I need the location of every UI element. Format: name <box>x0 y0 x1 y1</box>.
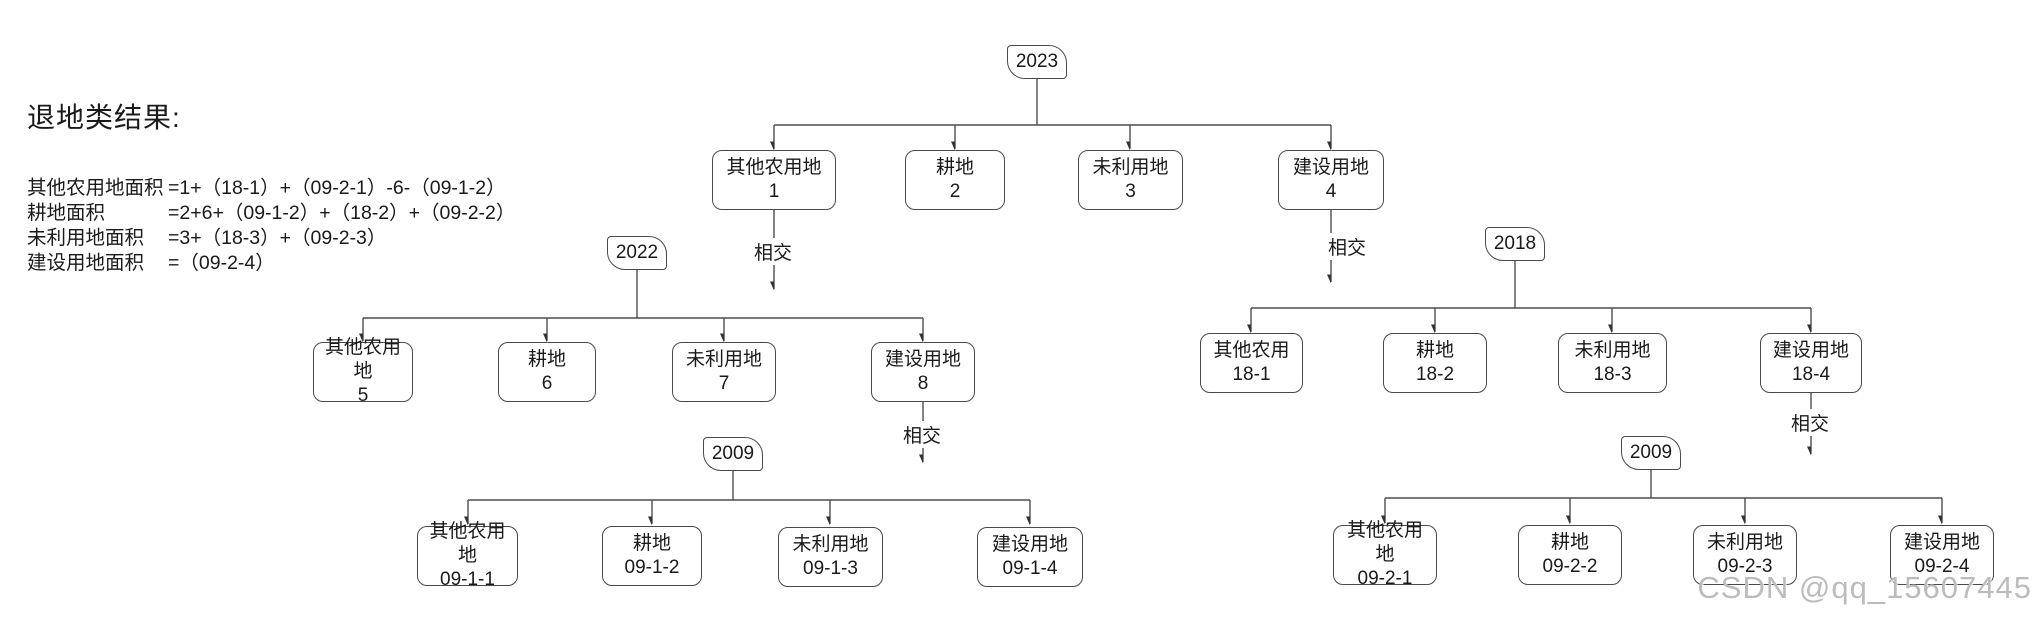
node-code: 09-1-2 <box>624 557 680 578</box>
node-code: 18-3 <box>1593 364 1632 385</box>
node-code: 7 <box>718 373 730 394</box>
node-label: 未利用地 <box>792 534 869 555</box>
node-cropland-09-1-2: 耕地 09-1-2 <box>602 526 702 586</box>
node-label: 建设用地 <box>1292 157 1369 178</box>
node-unused-land-09-2-3: 未利用地 09-2-3 <box>1693 525 1797 585</box>
formula-block: 其他农用地面积 =1+（18-1）+（09-2-1）-6-（09-1-2） 耕地… <box>27 176 515 276</box>
formula-expression: =3+（18-3）+（09-2-3） <box>168 227 387 249</box>
node-label: 耕地 <box>1550 532 1589 553</box>
node-code: 09-2-4 <box>1914 556 1970 577</box>
node-code: 09-1-1 <box>440 569 495 590</box>
node-label: 建设用地 <box>1903 532 1980 553</box>
node-label: 耕地 <box>935 157 974 178</box>
node-year-2009-left: 2009 <box>703 437 763 471</box>
node-cropland-2: 耕地 2 <box>905 150 1005 210</box>
node-code: 18-4 <box>1791 364 1831 385</box>
formula-unused-land: 未利用地面积 =3+（18-3）+（09-2-3） <box>27 226 515 251</box>
csdn-watermark: CSDN @qq_15607445 <box>1697 570 2032 605</box>
node-year-2018: 2018 <box>1485 227 1545 261</box>
node-other-farmland-09-1-1: 其他农用 地 09-1-1 <box>417 521 518 590</box>
edge-label-intersect-3: 相交 <box>900 421 945 448</box>
node-code: 5 <box>357 385 369 406</box>
node-label: 未利用地 <box>685 349 762 370</box>
node-code: 1 <box>768 181 780 202</box>
node-code: 6 <box>541 373 553 394</box>
node-construction-land-09-1-4: 建设用地 09-1-4 <box>977 527 1083 587</box>
formula-label: 其他农用地面积 <box>27 177 164 199</box>
formula-expression: =2+6+（09-1-2）+（18-2）+（09-2-2） <box>168 202 516 224</box>
node-label: 耕地 <box>1415 340 1454 361</box>
node-other-farmland-09-2-1: 其他农用 地 09-2-1 <box>1333 520 1437 589</box>
node-label: 建设用地 <box>884 349 961 370</box>
edge-label-intersect-2: 相交 <box>1325 233 1370 260</box>
node-label: 建设用地 <box>1772 340 1849 361</box>
edge-label-intersect-1: 相交 <box>751 238 796 265</box>
node-code: 09-2-2 <box>1542 556 1598 577</box>
node-code: 09-2-3 <box>1717 556 1773 577</box>
node-label: 耕地 <box>632 533 671 554</box>
formula-label: 建设用地面积 <box>27 252 145 274</box>
node-code: 2 <box>949 181 961 202</box>
node-label: 耕地 <box>527 349 566 370</box>
node-label: 其他农用 地 <box>324 337 401 382</box>
formula-label: 耕地面积 <box>27 202 106 224</box>
node-year-2022: 2022 <box>607 236 667 270</box>
node-label: 未利用地 <box>1706 532 1783 553</box>
node-construction-land-8: 建设用地 8 <box>871 342 975 402</box>
formula-expression: =（09-2-4） <box>168 252 275 274</box>
node-unused-land-18-3: 未利用地 18-3 <box>1558 333 1667 393</box>
node-code: 09-1-3 <box>803 558 858 579</box>
edge-label-intersect-4: 相交 <box>1788 409 1833 436</box>
node-cropland-18-2: 耕地 18-2 <box>1383 333 1487 393</box>
node-cropland-6: 耕地 6 <box>498 342 596 402</box>
node-label: 其他农用 地 <box>429 521 506 566</box>
year-label: 2022 <box>615 242 659 263</box>
page-title: 退地类结果: <box>27 102 181 133</box>
formula-construction-land: 建设用地面积 =（09-2-4） <box>27 251 515 276</box>
formula-cropland: 耕地面积 =2+6+（09-1-2）+（18-2）+（09-2-2） <box>27 201 515 226</box>
node-other-farmland-1: 其他农用地 1 <box>712 150 836 210</box>
node-cropland-09-2-2: 耕地 09-2-2 <box>1518 525 1622 585</box>
node-label: 其他农用地 <box>726 157 822 178</box>
node-unused-land-3: 未利用地 3 <box>1078 150 1183 210</box>
node-construction-land-4: 建设用地 4 <box>1278 150 1384 210</box>
year-label: 2009 <box>1629 442 1673 463</box>
node-year-2009-right: 2009 <box>1621 436 1681 470</box>
node-label: 未利用地 <box>1092 157 1169 178</box>
node-other-farmland-5: 其他农用 地 5 <box>313 337 413 406</box>
year-label: 2023 <box>1015 51 1059 72</box>
year-label: 2018 <box>1493 233 1537 254</box>
tree-bus-lines <box>363 79 1942 501</box>
node-other-farmland-18-1: 其他农用 18-1 <box>1200 333 1303 393</box>
formula-expression: =1+（18-1）+（09-2-1）-6-（09-1-2） <box>168 177 506 199</box>
node-code: 09-1-4 <box>1002 558 1058 579</box>
formula-other-farmland: 其他农用地面积 =1+（18-1）+（09-2-1）-6-（09-1-2） <box>27 176 515 201</box>
node-unused-land-09-1-3: 未利用地 09-1-3 <box>778 527 883 587</box>
node-code: 18-2 <box>1415 364 1455 385</box>
node-code: 3 <box>1125 181 1136 202</box>
node-code: 4 <box>1325 181 1337 202</box>
node-unused-land-7: 未利用地 7 <box>672 342 776 402</box>
node-code: 09-2-1 <box>1357 568 1413 589</box>
node-label: 未利用地 <box>1574 340 1651 361</box>
node-year-2023: 2023 <box>1007 45 1067 79</box>
node-label: 其他农用 地 <box>1346 520 1423 565</box>
node-construction-land-18-4: 建设用地 18-4 <box>1760 333 1862 393</box>
node-construction-land-09-2-4: 建设用地 09-2-4 <box>1890 525 1994 585</box>
node-code: 18-1 <box>1232 364 1271 385</box>
formula-label: 未利用地面积 <box>27 227 145 249</box>
node-label: 其他农用 <box>1213 340 1290 361</box>
node-code: 8 <box>917 373 929 394</box>
node-label: 建设用地 <box>991 534 1068 555</box>
year-label: 2009 <box>711 443 755 464</box>
